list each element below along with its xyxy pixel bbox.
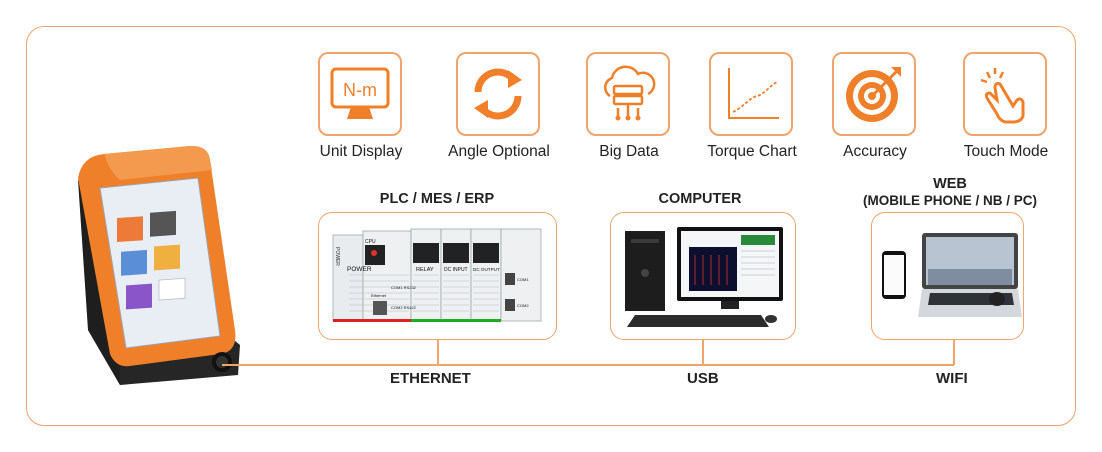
rotation-arrows-icon bbox=[456, 52, 540, 136]
feature-accuracy: Accuracy bbox=[832, 52, 918, 160]
feature-label: Accuracy bbox=[843, 143, 907, 160]
module-dc-output-label: DC OUTPUT bbox=[473, 267, 500, 272]
unit-display-icon: N-m bbox=[318, 52, 402, 136]
computer-panel bbox=[610, 212, 796, 340]
ethernet-drop bbox=[437, 340, 439, 365]
feature-label: Unit Display bbox=[319, 143, 403, 160]
feature-torque-chart: Torque Chart bbox=[707, 52, 797, 160]
module-relay-label: RELAY bbox=[416, 267, 434, 273]
wifi-label: WIFI bbox=[936, 370, 968, 387]
ethernet-label: ETHERNET bbox=[390, 370, 471, 387]
plc-rack-illustration: POWER POWER CPU RELAY DC INPUT DC OUTPUT… bbox=[332, 228, 542, 322]
usb-label: USB bbox=[687, 370, 719, 387]
torque-device bbox=[60, 140, 250, 400]
feature-label: Angle Optional bbox=[448, 143, 550, 160]
touch-hand-icon bbox=[963, 52, 1047, 136]
feature-big-data: Big Data bbox=[586, 52, 672, 160]
feature-unit-display: N-m Unit Display bbox=[318, 52, 404, 160]
web-subtitle: (MOBILE PHONE / NB / PC) bbox=[862, 193, 1037, 208]
usb-drop bbox=[702, 340, 704, 365]
com1-right-label: COM1 bbox=[517, 277, 529, 282]
computer-illustration bbox=[625, 227, 783, 327]
feature-label: Big Data bbox=[599, 143, 659, 160]
plc-panel: POWER POWER CPU RELAY DC INPUT DC OUTPUT… bbox=[318, 212, 557, 340]
ethernet-label: Ethernet bbox=[371, 293, 387, 298]
module-power-label: POWER bbox=[347, 266, 372, 273]
feature-angle-optional: Angle Optional bbox=[448, 52, 550, 160]
connection-line bbox=[222, 364, 954, 366]
wifi-drop bbox=[953, 340, 955, 365]
module-dc-input-label: DC INPUT bbox=[444, 267, 468, 273]
unit-glyph: N-m bbox=[343, 80, 377, 100]
feature-label: Torque Chart bbox=[707, 143, 797, 160]
cloud-server-icon bbox=[586, 52, 670, 136]
module-cpu-label: CPU bbox=[365, 239, 376, 245]
feature-touch-mode: Touch Mode bbox=[963, 52, 1049, 160]
laptop-phone-illustration bbox=[882, 233, 1022, 317]
power-vertical-label: POWER bbox=[334, 247, 340, 266]
web-title: WEB bbox=[933, 176, 967, 192]
line-chart-icon bbox=[709, 52, 793, 136]
outer-frame bbox=[26, 26, 1076, 426]
com2-label: COM2 RS422 bbox=[391, 305, 417, 310]
feature-label: Touch Mode bbox=[963, 143, 1049, 160]
com2-right-label: COM2 bbox=[517, 303, 529, 308]
target-icon bbox=[832, 52, 916, 136]
com1-label: COM1 RS232 bbox=[391, 285, 417, 290]
computer-title: COMPUTER bbox=[658, 191, 742, 207]
plc-title: PLC / MES / ERP bbox=[379, 191, 495, 207]
web-panel bbox=[871, 212, 1024, 340]
